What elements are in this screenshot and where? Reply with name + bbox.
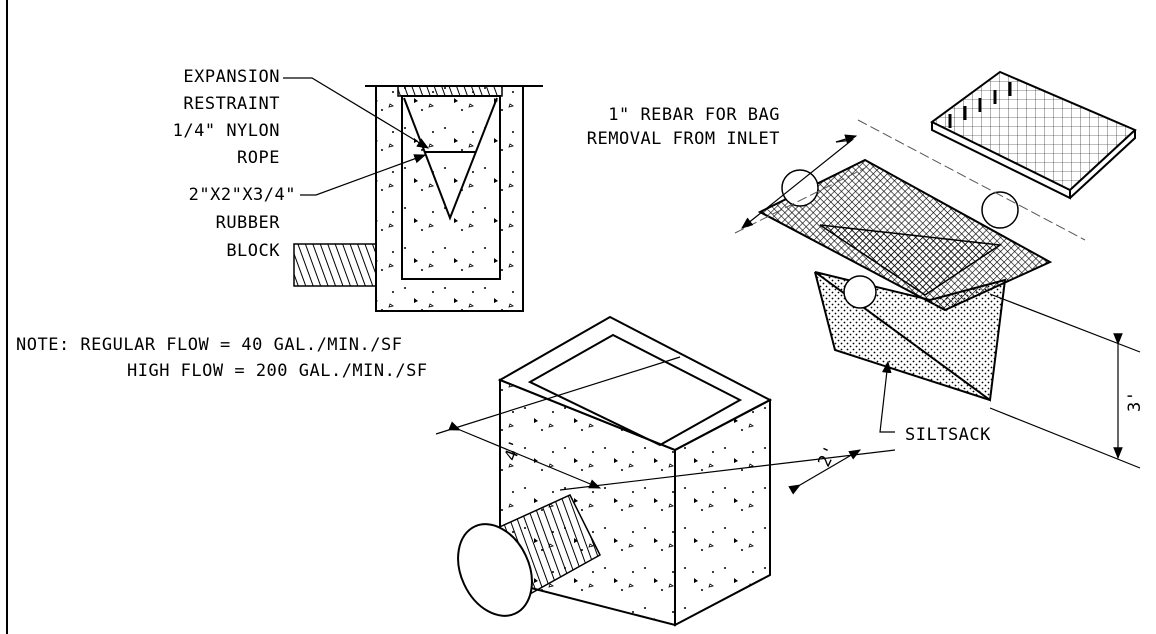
svg-text:BLOCK: BLOCK: [226, 241, 280, 261]
svg-text:ROPE: ROPE: [237, 148, 280, 168]
svg-text:1/4" NYLON: 1/4" NYLON: [173, 121, 280, 141]
rubber-block-label: 2"X2"X3/4" RUBBER BLOCK: [189, 185, 296, 261]
svg-text:RUBBER: RUBBER: [216, 213, 281, 233]
rebar-label: 1" REBAR FOR BAG REMOVAL FROM INLET: [587, 105, 780, 149]
svg-text:2"X2"X3/4": 2"X2"X3/4": [189, 185, 296, 205]
pipe-section-icon: [293, 243, 377, 287]
svg-text:NOTE: REGULAR FLOW = 40 GAL./M: NOTE: REGULAR FLOW = 40 GAL./MIN./SF: [16, 335, 402, 355]
dimension-2ft: 2': [814, 442, 841, 470]
corrugated-pipe-icon: [457, 494, 601, 617]
section-view: [293, 85, 543, 312]
siltsack-bag-icon: [757, 158, 1053, 402]
svg-text:EXPANSION: EXPANSION: [183, 67, 280, 87]
expansion-restraint-label: EXPANSION RESTRAINT 1/4" NYLON ROPE: [173, 67, 280, 168]
svg-text:REMOVAL FROM INLET: REMOVAL FROM INLET: [587, 129, 780, 149]
flow-note: NOTE: REGULAR FLOW = 40 GAL./MIN./SF HIG…: [16, 335, 428, 381]
svg-text:RESTRAINT: RESTRAINT: [183, 94, 280, 114]
svg-text:HIGH FLOW = 200 GAL./MIN./SF: HIGH FLOW = 200 GAL./MIN./SF: [127, 361, 428, 381]
dimension-3ft: 3': [1125, 391, 1145, 412]
svg-text:1" REBAR FOR BAG: 1" REBAR FOR BAG: [608, 105, 780, 125]
grate-icon: [930, 70, 1137, 200]
siltsack-label: SILTSACK: [905, 425, 991, 445]
grate-section-icon: [397, 85, 503, 97]
